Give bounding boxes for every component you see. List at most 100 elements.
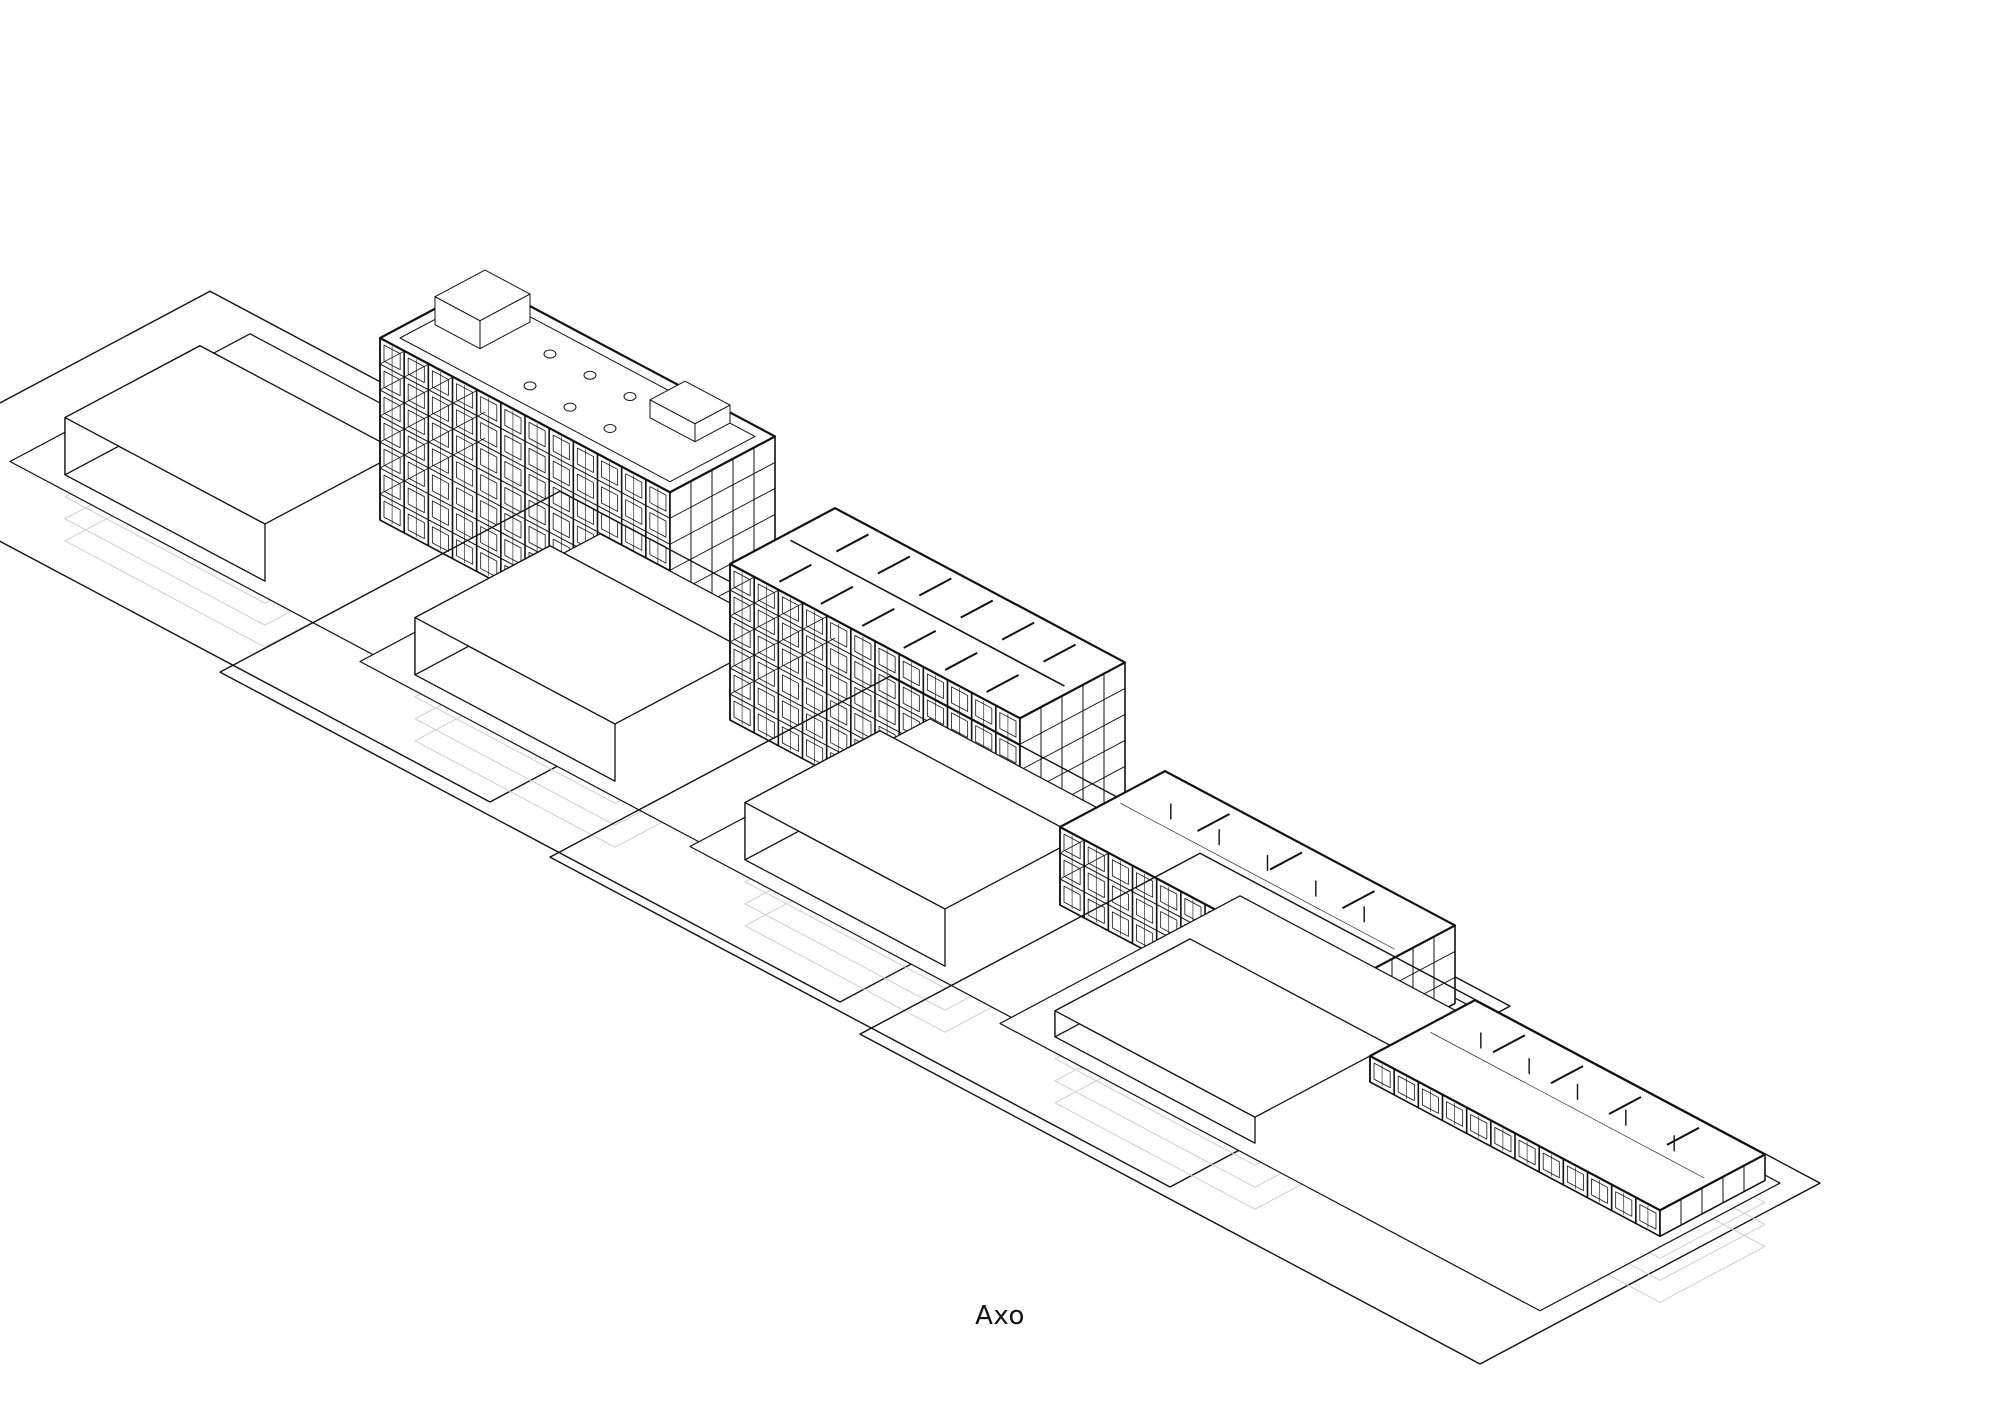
window	[757, 687, 775, 713]
window	[504, 539, 522, 565]
window	[733, 622, 751, 649]
partition-wall	[986, 674, 1020, 693]
window	[1494, 1127, 1512, 1153]
window	[480, 448, 498, 474]
partition-wall	[1197, 813, 1230, 832]
window	[806, 739, 824, 765]
window	[854, 661, 872, 687]
window	[951, 712, 969, 738]
window	[781, 726, 799, 752]
window	[781, 596, 799, 622]
partition-wall	[820, 585, 854, 605]
window	[431, 500, 449, 526]
window	[878, 699, 896, 726]
partition-wall	[960, 599, 994, 619]
window	[781, 700, 799, 726]
window	[1591, 1178, 1609, 1204]
window	[1087, 872, 1105, 898]
corridor-line	[790, 539, 1065, 687]
window	[576, 473, 594, 499]
window	[552, 512, 570, 539]
window	[1566, 1165, 1584, 1191]
window	[480, 526, 498, 552]
window	[1111, 859, 1129, 885]
window	[649, 512, 667, 538]
window	[1518, 1139, 1536, 1166]
window	[383, 448, 401, 475]
partition-wall	[1269, 851, 1303, 871]
window	[975, 725, 993, 751]
window	[733, 674, 751, 701]
window	[383, 370, 401, 397]
window	[552, 460, 570, 487]
window	[1111, 885, 1129, 911]
window	[480, 396, 498, 422]
window	[407, 383, 425, 409]
window	[781, 648, 799, 674]
window	[999, 738, 1017, 764]
window	[926, 699, 944, 725]
window	[1397, 1075, 1415, 1101]
window	[431, 526, 449, 552]
window	[1087, 846, 1105, 872]
wing-roof	[64, 345, 401, 525]
window	[504, 487, 522, 513]
caption: Axo	[975, 1301, 1025, 1331]
floor-line	[1019, 714, 1126, 771]
window	[625, 473, 643, 499]
window	[456, 461, 474, 487]
window	[1063, 833, 1081, 860]
window	[456, 513, 474, 539]
floor-line	[669, 514, 776, 571]
window	[1160, 885, 1178, 911]
window	[1111, 911, 1129, 937]
window	[830, 726, 848, 752]
partition-wall	[1001, 621, 1035, 641]
window	[383, 344, 401, 371]
window	[854, 635, 872, 661]
wing-roof	[1054, 938, 1391, 1118]
partition-wall	[903, 629, 937, 649]
window	[456, 435, 474, 461]
window	[806, 713, 824, 739]
window	[456, 539, 474, 565]
window	[528, 525, 546, 552]
window	[504, 409, 522, 435]
window	[757, 713, 775, 739]
window	[1136, 872, 1154, 898]
window	[407, 409, 425, 435]
window	[854, 713, 872, 739]
window	[878, 673, 896, 700]
window	[733, 570, 751, 597]
floor-line	[1019, 688, 1126, 745]
window	[733, 648, 751, 675]
window	[649, 486, 667, 512]
axo-diagram-ground-floor-cut	[859, 852, 1821, 1365]
window	[407, 435, 425, 461]
window	[757, 609, 775, 635]
window	[757, 661, 775, 687]
floor-line	[379, 385, 486, 443]
window	[1639, 1204, 1657, 1230]
window	[781, 674, 799, 700]
roof-vent	[623, 392, 637, 402]
partition-wall	[944, 652, 978, 671]
window	[407, 461, 425, 487]
floor-line	[669, 488, 776, 545]
window	[431, 370, 449, 396]
window	[528, 447, 546, 474]
window	[1446, 1101, 1464, 1127]
window	[757, 635, 775, 661]
window	[456, 383, 474, 409]
window	[854, 687, 872, 713]
window	[1087, 898, 1105, 924]
window	[1542, 1152, 1560, 1179]
floor-line	[729, 637, 836, 695]
corridor-line	[1120, 803, 1395, 950]
window	[830, 622, 848, 648]
partition-wall	[1550, 1065, 1584, 1085]
corridor-line	[1430, 1032, 1705, 1179]
window	[480, 500, 498, 526]
window	[407, 487, 425, 513]
floor-line	[379, 437, 486, 495]
